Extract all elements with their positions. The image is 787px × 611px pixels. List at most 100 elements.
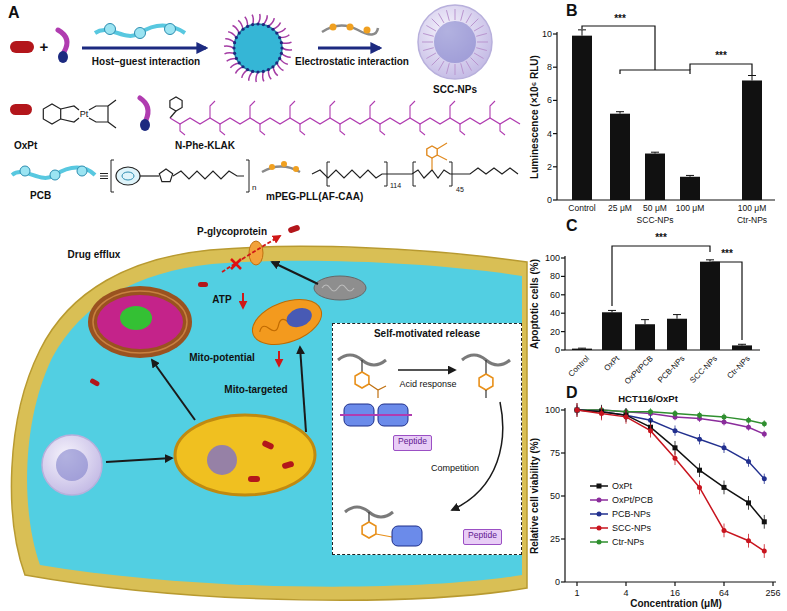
label-holder: OxPt/PCB [622, 354, 654, 386]
assembly-scheme [140, 98, 148, 120]
label-holder: *** [715, 50, 727, 62]
axis-tick [561, 313, 565, 314]
axis-tick [576, 582, 577, 586]
figure-label: PCB [30, 190, 51, 202]
box-label: Peptide [394, 436, 431, 448]
cell-illustration [248, 476, 260, 482]
micelle-dot [235, 57, 238, 60]
micelle-dot [233, 41, 236, 44]
nanoparticle-chain [446, 63, 449, 74]
error-bar [686, 175, 694, 176]
figure-label: Mito-targeted [224, 384, 287, 396]
data-marker [673, 428, 678, 433]
axis-line [564, 256, 565, 350]
data-marker [624, 414, 629, 419]
peptide-sidechain [460, 124, 465, 135]
cell-illustration [88, 286, 192, 358]
bar [667, 319, 687, 350]
label-holder: Relative cell viability (%) [529, 438, 541, 554]
category-label: 100 μM [738, 204, 767, 214]
nanoparticle-chain [471, 58, 479, 66]
legend-text: OxPt/PCB [612, 495, 653, 505]
cell-illustration [261, 440, 274, 451]
figure-label: 114 [390, 182, 401, 190]
data-line [577, 410, 764, 522]
label-holder: OxPt [602, 354, 621, 373]
label-holder: 50 [550, 491, 560, 501]
nanoparticle-chain [471, 19, 479, 27]
peptide-sidechain [290, 101, 295, 118]
assembly-scheme [77, 166, 87, 176]
micelle-dot [246, 25, 249, 28]
data-marker [746, 538, 751, 543]
significance-bracket [582, 26, 655, 70]
label-holder: N-Phe-KLAK [175, 140, 235, 152]
tick-label: 10 [542, 29, 552, 39]
nanoparticle-chain [474, 53, 484, 59]
nanoparticle-chain [466, 13, 472, 23]
peptide-sidechain [420, 124, 425, 135]
error-bar [578, 348, 586, 349]
axis-tick [553, 199, 557, 200]
tick-label: 8 [547, 62, 552, 72]
label-holder: 75 [550, 448, 560, 458]
axis-line [565, 349, 760, 350]
assembly-scheme [281, 161, 287, 167]
bar [610, 114, 630, 200]
axis-tick [561, 495, 565, 496]
peptide-backbone [170, 118, 520, 124]
figure-label: Competition [431, 463, 479, 473]
label-holder: 25 [550, 534, 560, 544]
bar [732, 345, 752, 350]
category-label: 100 μM [676, 204, 705, 214]
assembly-scheme [140, 175, 159, 176]
micelle-dot [267, 25, 270, 28]
data-marker [673, 456, 678, 461]
tick-label: 4 [547, 128, 552, 138]
assembly-scheme [234, 24, 282, 72]
label-holder: D [566, 384, 578, 402]
label-holder: 8 [547, 62, 552, 72]
figure-label: Acid response [399, 379, 456, 389]
peptide-sidechain [410, 101, 415, 118]
release-scheme [332, 323, 522, 555]
assembly-scheme [10, 5, 518, 192]
tick-label: 25 [550, 534, 560, 544]
tick-label: 20 [550, 326, 560, 336]
data-marker [722, 445, 727, 450]
significance-bracket [712, 262, 742, 340]
cell-illustration [207, 445, 237, 475]
bar [572, 349, 592, 350]
release-scheme [485, 360, 486, 374]
category-label: SCC-NPs [688, 354, 719, 385]
cell-illustration [97, 295, 183, 349]
box-label: Peptide [464, 530, 501, 542]
axis-tick [561, 257, 565, 258]
label-holder: B [566, 2, 578, 20]
label-holder: 0 [547, 195, 552, 205]
micelle-dot [271, 65, 274, 68]
nanoparticle-chain [466, 61, 472, 71]
data-marker [722, 414, 727, 419]
nanoparticle-chain [423, 48, 434, 51]
figure-label: P-glycoprotein [197, 226, 267, 238]
data-marker [746, 425, 751, 430]
release-scheme [392, 526, 422, 546]
label-holder: Mito-targeted [224, 384, 287, 396]
label-holder: 2 [547, 162, 552, 172]
data-marker [762, 421, 767, 426]
label-holder: 114 [390, 182, 401, 190]
micelle-dot [278, 36, 281, 39]
assembly-scheme [170, 111, 176, 118]
error-bar [651, 152, 659, 153]
axis-tick [625, 582, 626, 586]
release-scheme [340, 414, 412, 416]
tick-label: 60 [550, 290, 560, 300]
label-holder: 40 [550, 308, 560, 318]
release-scheme [398, 369, 455, 371]
label-holder: ATP [212, 294, 231, 306]
tick-label: 0 [555, 345, 560, 355]
assembly-scheme [140, 119, 150, 131]
data-marker [722, 485, 727, 490]
legend-text: Ctr-NPs [612, 537, 644, 547]
